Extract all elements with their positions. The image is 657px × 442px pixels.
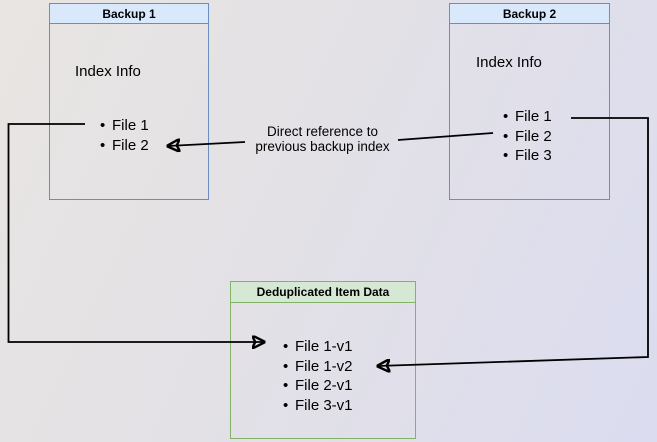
bullet-icon: • (283, 357, 289, 375)
list-item: • File 1 (503, 107, 552, 127)
list-item: • File 1 (100, 116, 149, 136)
file-label: File 1 (515, 108, 552, 125)
file-version-label: File 2-v1 (295, 377, 353, 394)
list-item: • File 3 (503, 146, 552, 166)
file-label: File 1 (112, 117, 149, 134)
backup1-index-info-label: Index Info (75, 63, 141, 80)
bullet-icon: • (283, 396, 289, 414)
file-version-label: File 1-v1 (295, 338, 353, 355)
file-label: File 2 (515, 127, 552, 145)
file-version-label: File 3-v1 (295, 396, 353, 414)
bullet-icon: • (283, 377, 289, 394)
backup2-index-info-label: Index Info (476, 54, 542, 71)
bullet-icon: • (100, 136, 106, 154)
list-item: • File 1-v2 (283, 357, 353, 377)
dedup-item-list: • File 1-v1 • File 1-v2 • File 2-v1 • File 3… (283, 337, 353, 415)
list-item: • File 2 (100, 136, 149, 156)
direct-reference-annotation: Direct reference to previous backup inde… (255, 124, 390, 154)
backup2-file-list: • File 1 • File 2 • File 3 (503, 107, 552, 166)
file-label: File 2 (112, 136, 149, 154)
file-label: File 3 (515, 147, 552, 164)
backup1-title: Backup 1 (50, 4, 208, 24)
bullet-icon: • (283, 338, 289, 355)
bullet-icon: • (503, 127, 509, 145)
bullet-icon: • (100, 117, 106, 134)
bullet-icon: • (503, 108, 509, 125)
list-item: • File 1-v1 (283, 337, 353, 357)
dedup-store-box: Deduplicated Item Data • File 1-v1 • File … (230, 281, 416, 439)
list-item: • File 2 (503, 127, 552, 147)
backup2-box: Backup 2 Index Info • File 1 • File 2 • Fil… (449, 3, 610, 200)
backup2-title: Backup 2 (450, 4, 609, 24)
list-item: • File 2-v1 (283, 376, 353, 396)
bullet-icon: • (503, 147, 509, 164)
file-version-label: File 1-v2 (295, 357, 353, 375)
backup1-box: Backup 1 Index Info • File 1 • File 2 (49, 3, 209, 200)
list-item: • File 3-v1 (283, 396, 353, 416)
backup1-file-list: • File 1 • File 2 (100, 116, 149, 155)
dedup-store-title: Deduplicated Item Data (231, 282, 415, 303)
